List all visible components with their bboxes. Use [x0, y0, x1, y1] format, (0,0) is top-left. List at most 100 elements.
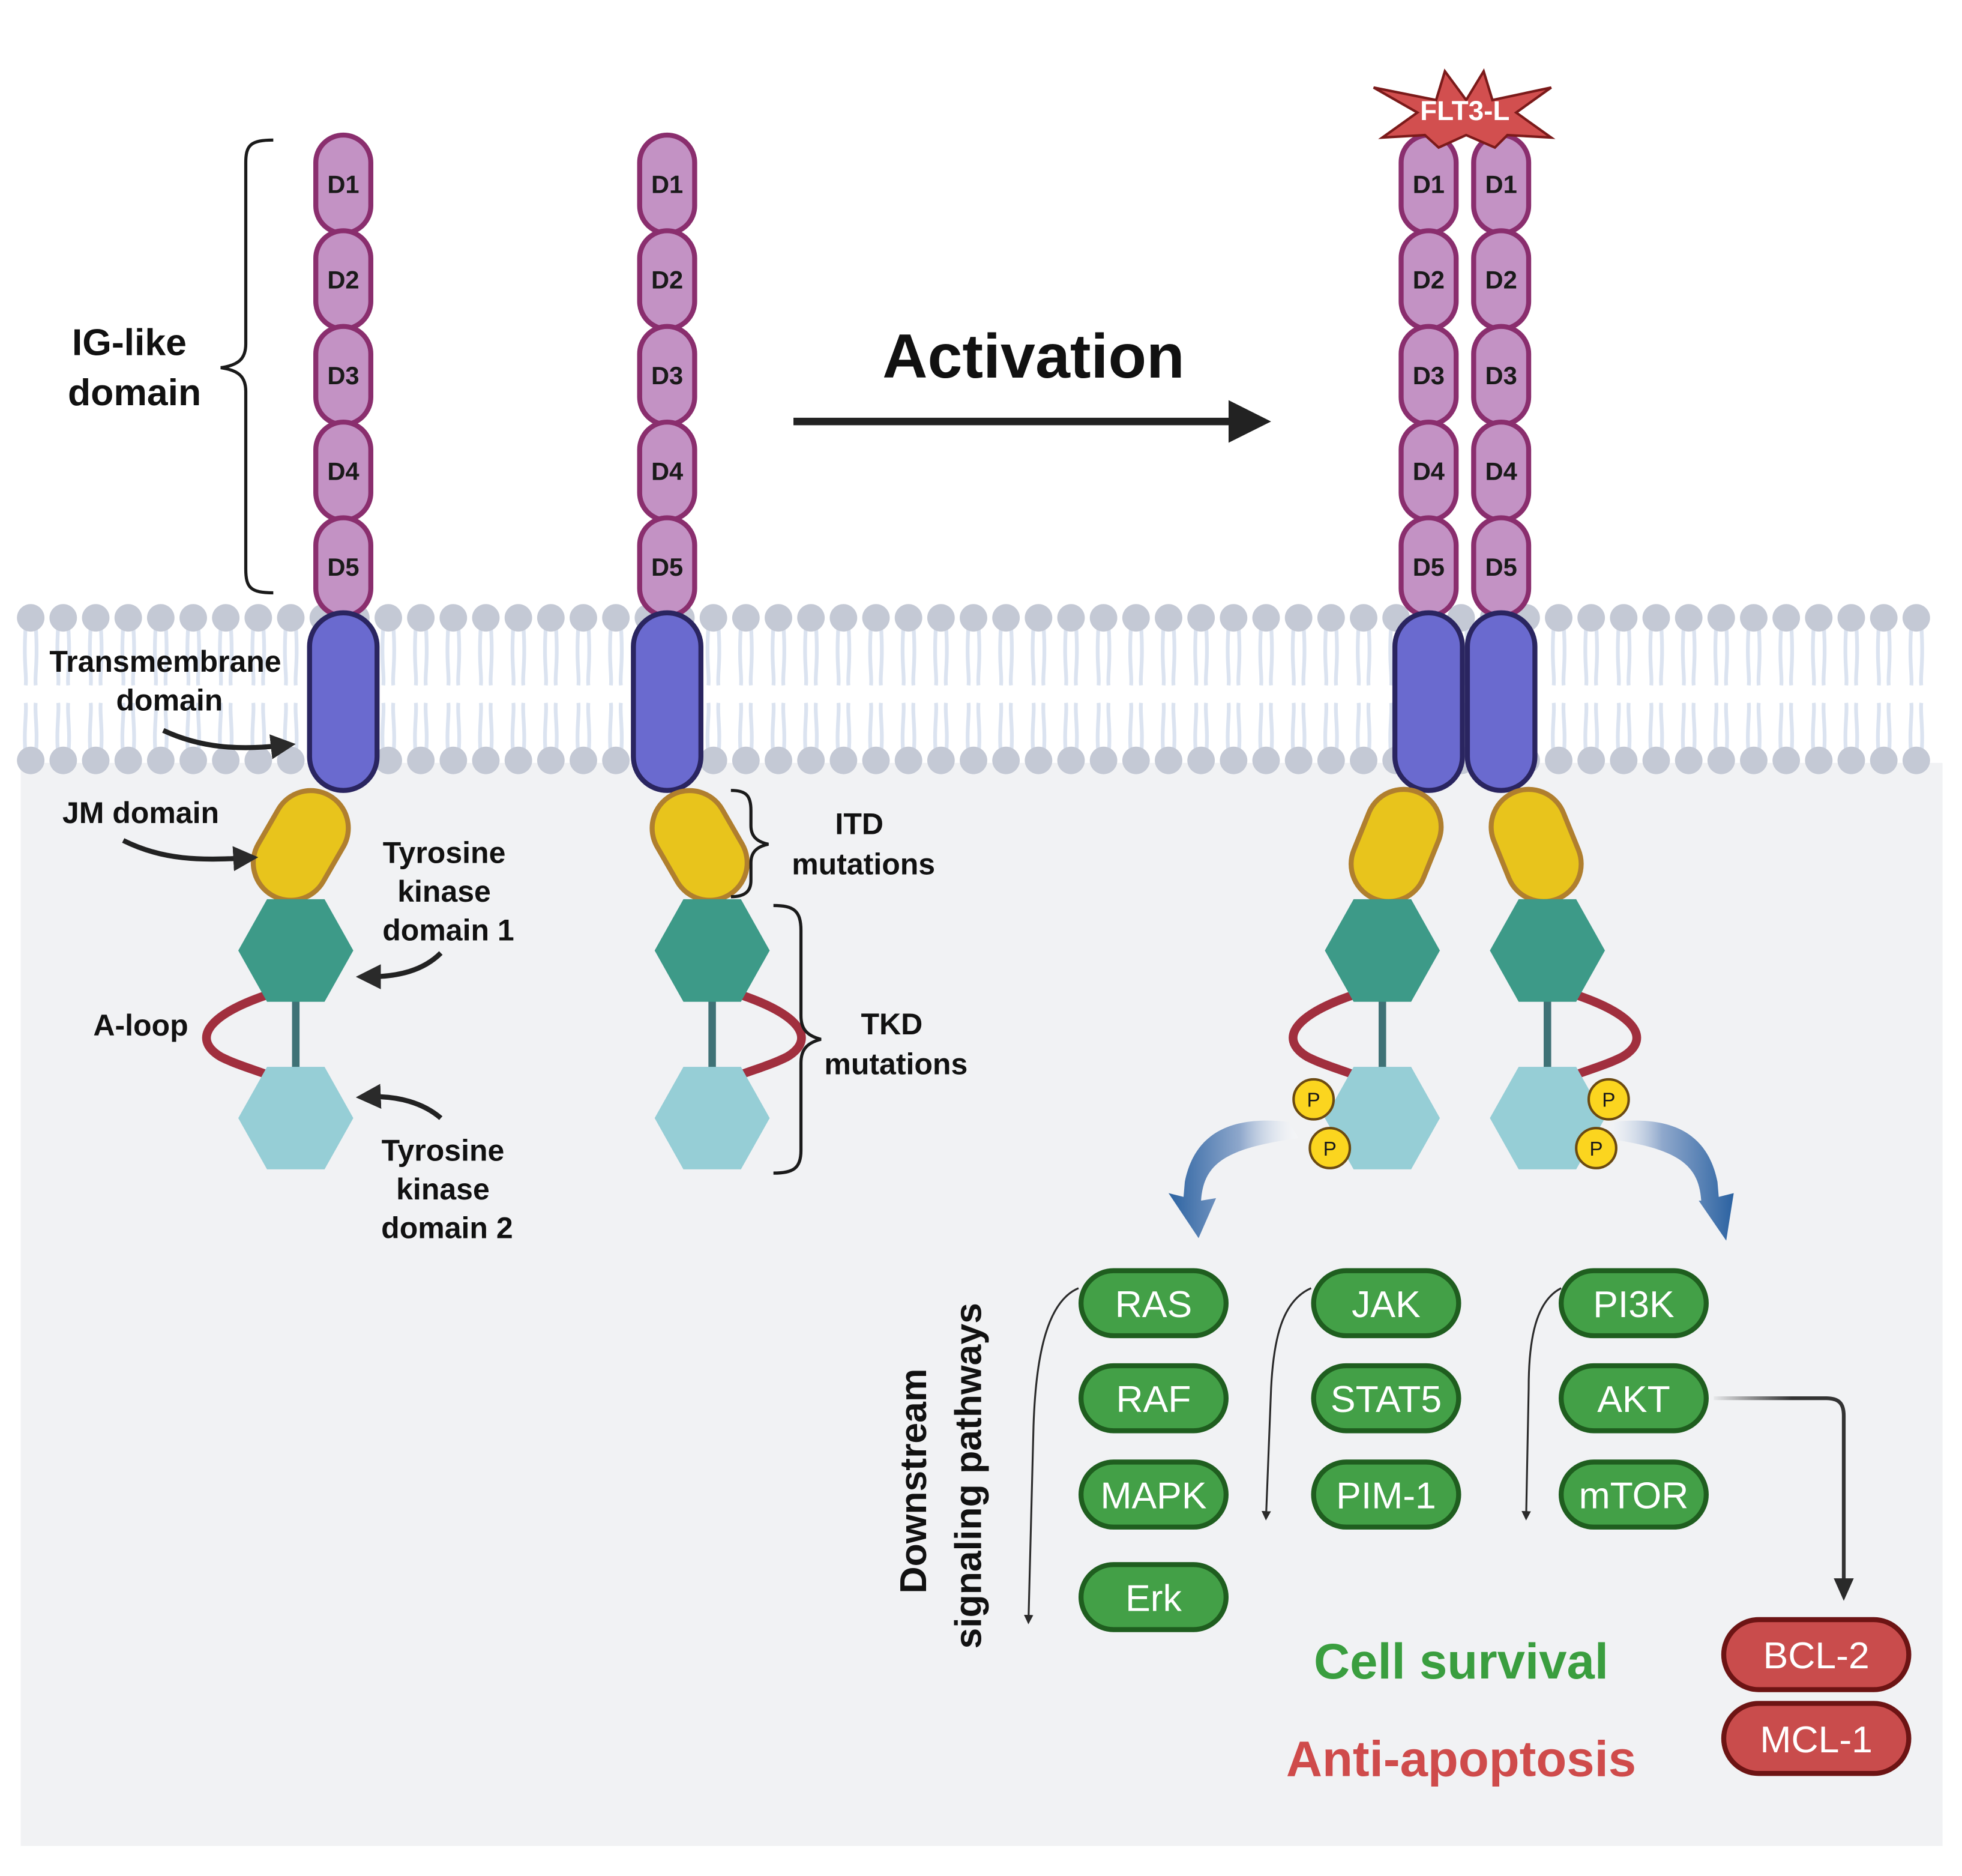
lipid-head-lower [277, 746, 305, 774]
phosphate-group-icon [1292, 1078, 1335, 1121]
ig-domain-label: D4 [651, 457, 683, 485]
ig-domain-label: D5 [651, 553, 683, 581]
lipid-head-upper [439, 604, 468, 632]
lipid-tail-upper [1713, 625, 1729, 686]
jm-domain [1488, 786, 1584, 904]
phosphate-label: P [1307, 1090, 1320, 1112]
transmembrane-domain [631, 610, 703, 793]
lipid-tail-upper [933, 625, 949, 686]
ligand-label: FLT3-L [1420, 95, 1509, 126]
tyrosine-kinase-domain-2 [238, 1067, 354, 1169]
lipid-tail-upper [1290, 625, 1307, 686]
pathway-node-raf[interactable]: RAF [1079, 1363, 1229, 1434]
lipid-head-upper [602, 604, 630, 632]
flt3-ligand: FLT3-L [1373, 68, 1556, 149]
transmembrane-annotation: Transmembrane domain [49, 645, 296, 759]
pathway-node-pill [1311, 1268, 1461, 1339]
lipid-tail-upper [705, 625, 721, 686]
ig-like-annotation: IG-like domain [68, 138, 274, 595]
svg-text:TKD mutations: TKD mutations [824, 1007, 967, 1081]
transmembrane-domain [307, 610, 380, 793]
lipid-tail-upper [185, 625, 201, 686]
lipid-tail-upper [1193, 625, 1209, 686]
lipid-head-upper [1675, 604, 1703, 632]
ig-domain-label: D2 [1485, 266, 1517, 294]
pathway-node-label: mTOR [1579, 1475, 1689, 1517]
lipid-head-lower [17, 746, 45, 774]
lipid-head-lower [1675, 746, 1703, 774]
lipid-head-lower [1545, 746, 1572, 774]
pathway-node-label: PI3K [1593, 1283, 1674, 1326]
pathway-node-pi3k[interactable]: PI3K [1559, 1268, 1709, 1339]
lipid-head-lower [732, 746, 760, 774]
jm-label: JM domain [62, 796, 219, 830]
itd-annotation: ITD mutations [730, 789, 935, 899]
pathway-node-label: STAT5 [1331, 1378, 1442, 1420]
tkd2-label-line2: kinase [396, 1172, 490, 1206]
ig-domain-label: D1 [1485, 170, 1517, 198]
a-loop-annotation: A-loop [93, 1009, 188, 1042]
anti-apoptotic-node-pill [1721, 1617, 1912, 1692]
lipid-head-upper [1545, 604, 1572, 632]
lipid-head-lower [829, 746, 858, 774]
lipid-tail-upper [1681, 625, 1697, 686]
itd-label-line2: mutations [792, 847, 935, 881]
lipid-tail-upper [1616, 625, 1632, 686]
lipid-tail-upper [1356, 625, 1371, 686]
lipid-head-lower [1057, 746, 1085, 774]
pathway-node-label: Erk [1125, 1577, 1182, 1619]
pathway-node-pim-1[interactable]: PIM-1 [1311, 1459, 1461, 1530]
activation-label: Activation [882, 322, 1184, 391]
lipid-tail-upper [738, 625, 754, 686]
lipid-head-lower [960, 746, 987, 774]
jm-annotation: JM domain [62, 796, 259, 872]
lipid-tail-upper [608, 625, 624, 686]
tkd-mutation-annotation: TKD mutations [773, 903, 967, 1175]
lipid-tail-upper [1161, 625, 1176, 686]
pathway-node-akt[interactable]: AKT [1559, 1363, 1709, 1434]
pathway-node-ras[interactable]: RAS [1079, 1268, 1229, 1339]
anti-apoptotic-node-label: MCL-1 [1760, 1719, 1872, 1761]
lipid-head-lower [375, 746, 402, 774]
pathway-node-mapk[interactable]: MAPK [1079, 1459, 1229, 1530]
lipid-tail-upper [1876, 625, 1892, 686]
tkd1-label-line1: Tyrosine [383, 836, 506, 870]
lipid-tail-upper [998, 625, 1014, 686]
tkd2-arrow-icon [355, 1084, 443, 1120]
ig-domain-label: D4 [327, 457, 359, 485]
jak-pathway-arrow-icon [1261, 1287, 1312, 1521]
lipid-head-lower [1187, 746, 1215, 774]
lipid-head-lower [1220, 746, 1248, 774]
ig-like-brace [220, 138, 274, 595]
lipid-tail-upper [218, 625, 234, 686]
lipid-head-upper [407, 604, 435, 632]
anti-apoptotic-node-mcl-1[interactable]: MCL-1 [1721, 1701, 1912, 1776]
pathway-node-label: RAS [1115, 1283, 1192, 1326]
phosphate-group-icon [1587, 1078, 1630, 1121]
anti-apoptosis-label: Anti-apoptosis [1286, 1731, 1636, 1787]
lipid-head-upper [960, 604, 987, 632]
lipid-head-lower [82, 746, 110, 774]
lipid-head-lower [1350, 746, 1377, 774]
lipid-tail-upper [510, 625, 526, 686]
lipid-head-lower [1707, 746, 1735, 774]
transmembrane-domain [1464, 610, 1538, 793]
pathway-node-jak[interactable]: JAK [1311, 1268, 1461, 1339]
tkd1-label-line2: kinase [397, 875, 491, 908]
pathway-node-pill [1079, 1562, 1229, 1632]
lipid-tail-upper [1063, 625, 1079, 686]
lipid-head-lower [49, 746, 77, 774]
ig-domain-label: D2 [651, 266, 683, 294]
lipid-head-upper [1577, 604, 1605, 632]
anti-apoptotic-node-bcl-2[interactable]: BCL-2 [1721, 1617, 1912, 1692]
activation-arrow-head-icon [1229, 400, 1271, 443]
activation-arrow: Activation [793, 322, 1271, 443]
akt-arrow-head-icon [1834, 1578, 1854, 1601]
pathway-node-erk[interactable]: Erk [1079, 1562, 1229, 1632]
pathway-node-stat5[interactable]: STAT5 [1311, 1363, 1461, 1434]
pathway-node-mtor[interactable]: mTOR [1559, 1459, 1709, 1530]
ras-pathway-arrow-icon [1024, 1287, 1079, 1624]
ig-domain-label: D1 [327, 170, 359, 198]
ig-domain-label: D3 [1485, 361, 1517, 390]
